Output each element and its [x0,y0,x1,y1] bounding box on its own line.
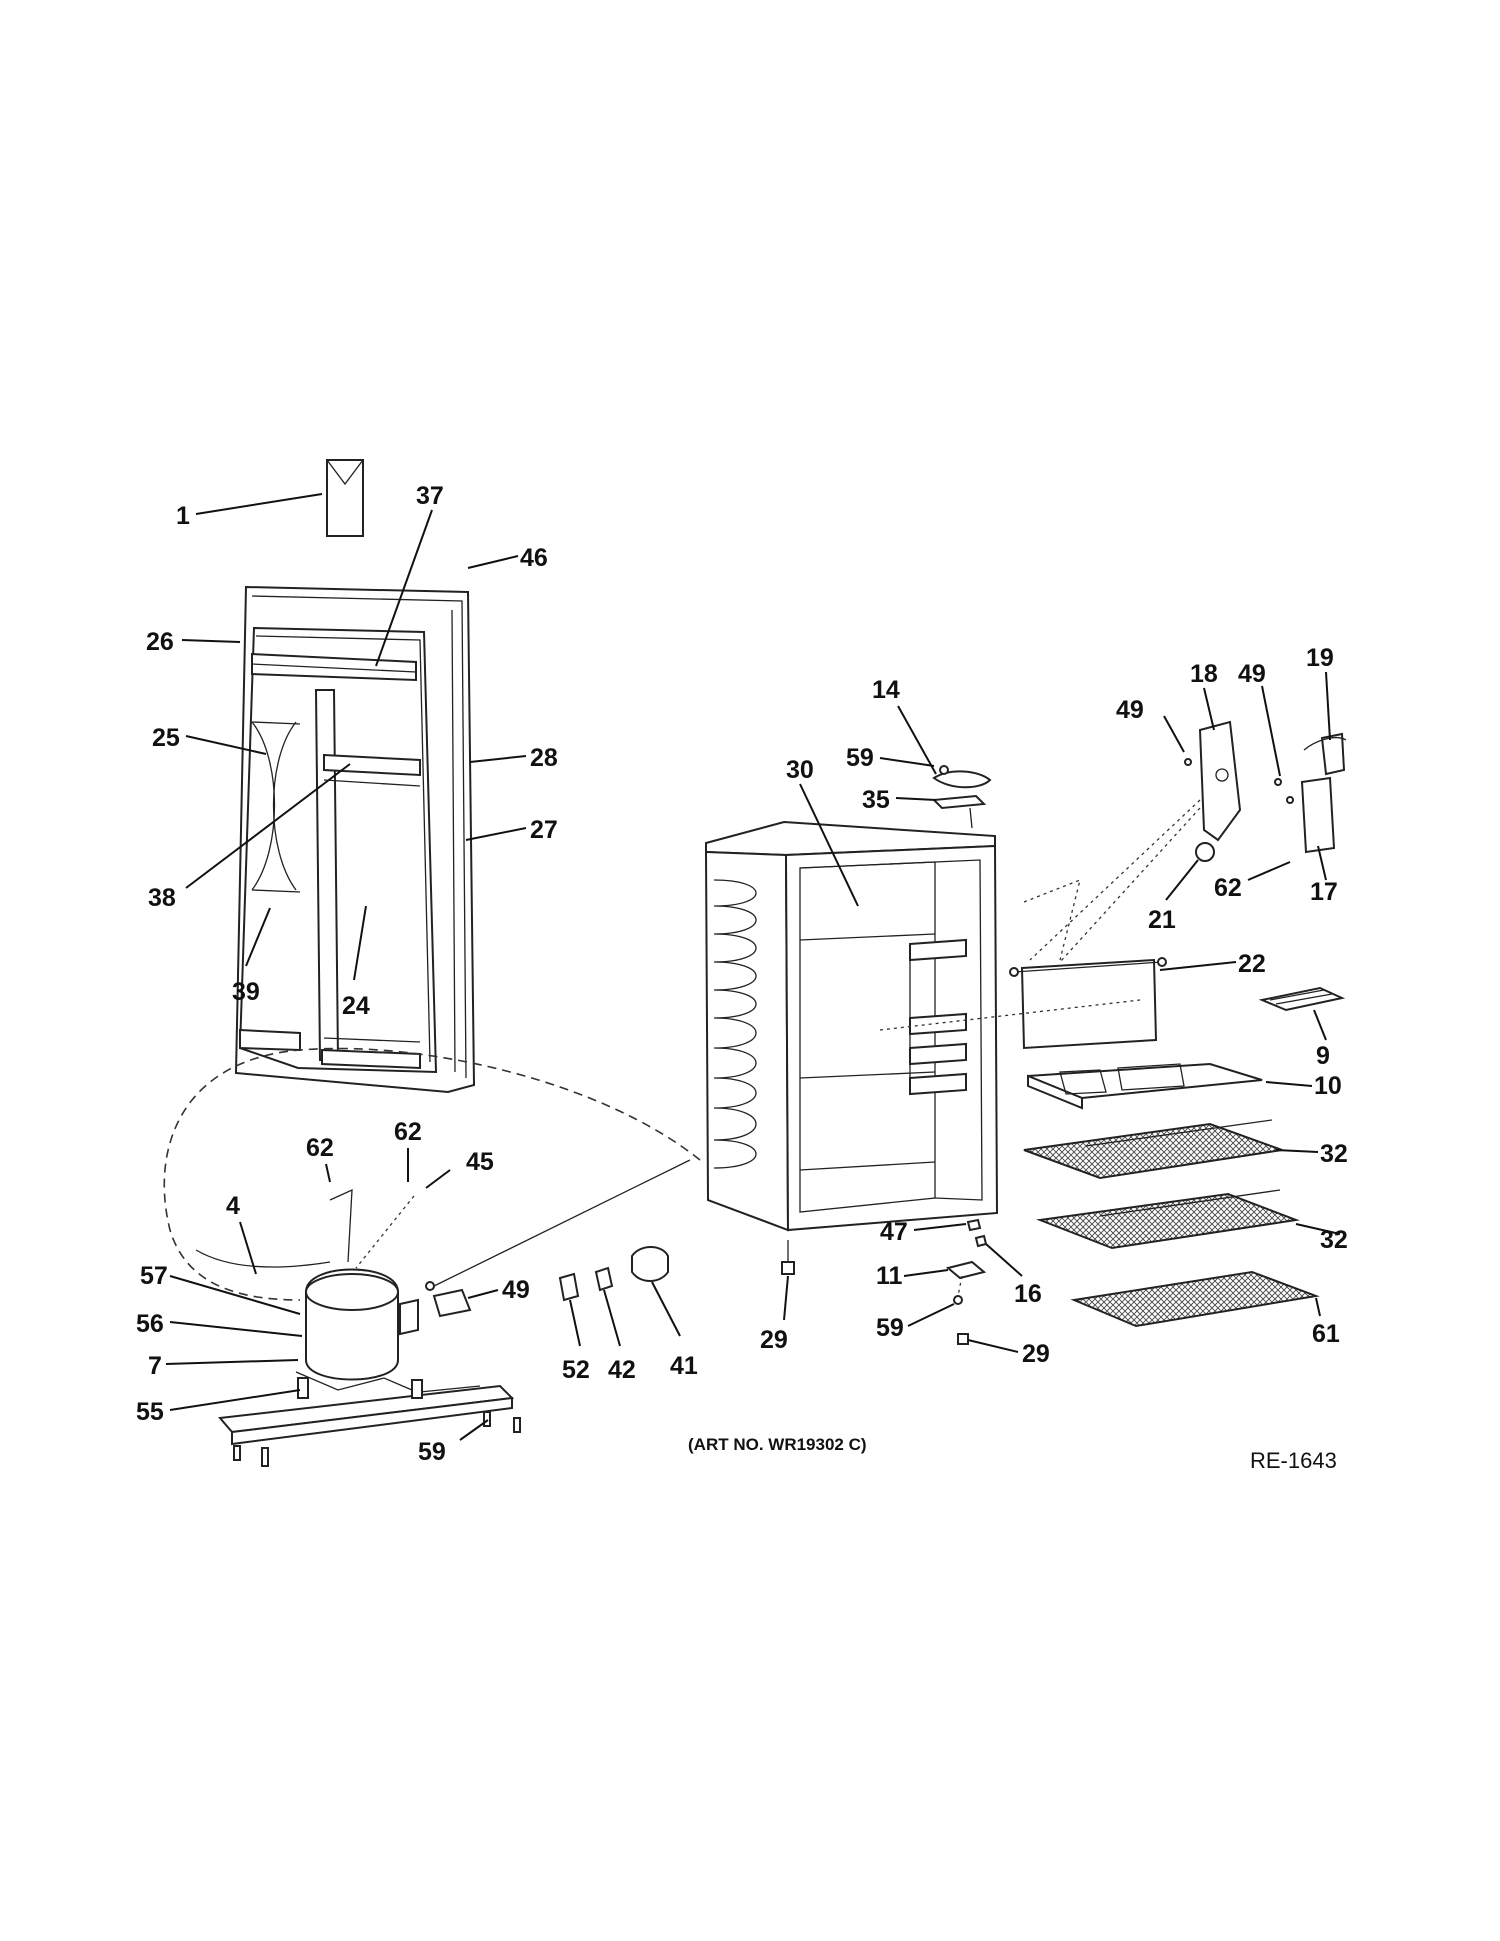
callout-42: 42 [608,1356,636,1384]
callout-18: 18 [1190,660,1218,688]
callout-7: 7 [148,1352,162,1380]
leader-lines [165,493,1341,1441]
callout-9: 9 [1316,1042,1330,1070]
callout-labels: 1 37 46 26 25 28 27 38 39 24 14 59 30 35… [136,482,1348,1466]
callout-10: 10 [1314,1072,1342,1100]
callout-59: 59 [876,1314,904,1342]
callout-61: 61 [1312,1320,1340,1348]
compressor-assembly [163,1047,701,1467]
callout-26: 26 [146,628,174,656]
cabinet-body [704,820,999,1275]
callout-39: 39 [232,978,260,1006]
callout-32: 32 [1320,1140,1348,1168]
callout-28: 28 [530,744,558,772]
callout-46: 46 [520,544,548,572]
drip-tray-plate [879,957,1167,1050]
callout-32: 32 [1320,1226,1348,1254]
control-housing [1023,720,1347,963]
crisper-tray [1027,1062,1263,1110]
callout-17: 17 [1310,878,1338,906]
callout-29: 29 [1022,1340,1050,1368]
callout-21: 21 [1148,906,1176,934]
callout-56: 56 [136,1310,164,1338]
reference-code: RE-1643 [1250,1448,1337,1473]
callout-19: 19 [1306,644,1334,672]
callout-55: 55 [136,1398,164,1426]
callout-62: 62 [1214,874,1242,902]
manual-envelope [326,459,364,537]
callout-22: 22 [1238,950,1266,978]
callout-49: 49 [1238,660,1266,688]
callout-30: 30 [786,756,814,784]
callout-47: 47 [880,1218,908,1246]
callout-16: 16 [1014,1280,1042,1308]
callout-1: 1 [176,502,190,530]
callout-38: 38 [148,884,176,912]
callout-41: 41 [670,1352,698,1380]
callout-29: 29 [760,1326,788,1354]
callout-49: 49 [502,1276,530,1304]
callout-45: 45 [466,1148,494,1176]
callout-49: 49 [1116,696,1144,724]
callout-52: 52 [562,1356,590,1384]
callout-11: 11 [876,1262,903,1290]
callout-14: 14 [872,676,900,704]
callout-35: 35 [862,786,890,814]
callout-27: 27 [530,816,558,844]
art-number: (ART NO. WR19302 C) [688,1435,867,1454]
wire-shelves [1023,1119,1320,1328]
ice-tray [1258,986,1346,1012]
callout-4: 4 [226,1192,240,1220]
top-hinge-parts [931,765,992,829]
callout-57: 57 [140,1262,168,1290]
callout-37: 37 [416,482,444,510]
callout-59: 59 [846,744,874,772]
callout-59: 59 [418,1438,446,1466]
lower-hinge-parts [945,1218,988,1345]
callout-24: 24 [342,992,370,1020]
callout-62: 62 [394,1118,422,1146]
callout-62: 62 [306,1134,334,1162]
callout-25: 25 [152,724,180,752]
